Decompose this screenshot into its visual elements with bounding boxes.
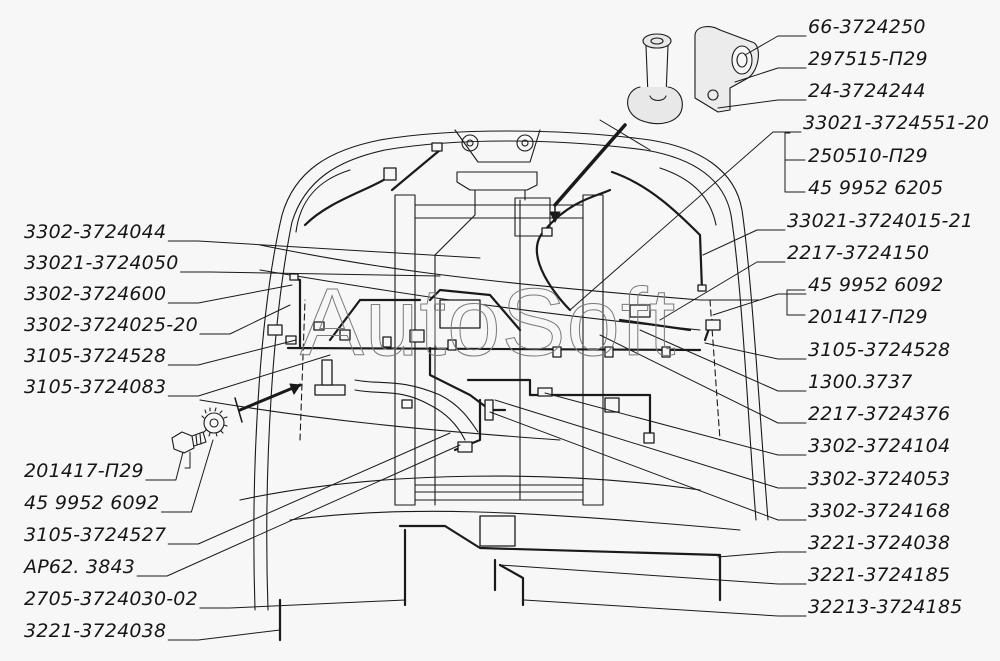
- terminal-boot: [627, 33, 683, 125]
- leader-line: [712, 293, 807, 316]
- callout-label[interactable]: 3302-3724168: [808, 500, 951, 522]
- callout-label[interactable]: 3105-3724527: [24, 524, 167, 546]
- leader-line: [167, 339, 297, 366]
- callout-label[interactable]: 250510-П29: [808, 145, 928, 167]
- leader-line: [659, 261, 786, 321]
- callout-label[interactable]: 1300.3737: [808, 371, 913, 393]
- leader-lines: [136, 35, 807, 641]
- leader-line: [569, 131, 802, 311]
- callout-label[interactable]: 3221-3724185: [808, 564, 951, 586]
- leader-line: [136, 444, 461, 577]
- leader-line: [717, 551, 807, 558]
- callout-label[interactable]: 66-3724250: [808, 16, 926, 38]
- leader-line: [544, 392, 807, 456]
- leader-line: [489, 411, 807, 521]
- callout-label[interactable]: 3105-3724528: [24, 345, 167, 367]
- callout-label[interactable]: 32213-3724185: [808, 596, 963, 618]
- leader-line: [167, 629, 281, 641]
- callout-label[interactable]: 2217-3724150: [787, 242, 930, 264]
- washer: [201, 407, 228, 437]
- callout-label[interactable]: 201417-П29: [808, 306, 928, 328]
- leader-line: [499, 564, 807, 585]
- inset-arrow: [549, 119, 651, 223]
- callout-label[interactable]: 3105-3724083: [24, 376, 167, 398]
- callout-label[interactable]: 2705-3724030-02: [24, 588, 198, 610]
- leader-line: [199, 304, 291, 335]
- leader-line: [199, 599, 406, 609]
- leader-line: [704, 342, 807, 360]
- main-harness: [278, 148, 722, 642]
- leader-line: [702, 229, 786, 256]
- leader-line: [744, 35, 807, 56]
- callout-label[interactable]: 3302-3724044: [24, 221, 167, 243]
- leader-line: [167, 354, 331, 397]
- callout-label[interactable]: AP62. 3843: [24, 556, 136, 578]
- leader-line: [180, 271, 441, 277]
- leader-line: [167, 240, 481, 259]
- callout-label[interactable]: 297515-П29: [808, 48, 928, 70]
- leader-line: [523, 599, 807, 617]
- leader-line: [717, 99, 807, 109]
- callout-label[interactable]: 45 9952 6205: [808, 177, 944, 199]
- callout-label[interactable]: 24-3724244: [808, 80, 926, 102]
- leader-line: [160, 439, 214, 513]
- detail-arrow: [234, 383, 302, 423]
- callout-label[interactable]: 2217-3724376: [808, 403, 951, 425]
- leader-line: [494, 399, 807, 489]
- harness-sleeve: [354, 379, 479, 433]
- horns: [454, 129, 541, 163]
- callout-label[interactable]: 45 9952 6092: [24, 492, 160, 514]
- leader-line: [167, 284, 293, 304]
- watermark: AutoSoft: [300, 269, 676, 376]
- terminal-clip: [694, 26, 759, 113]
- callout-label[interactable]: 3105-3724528: [808, 339, 951, 361]
- callout-label[interactable]: 33021-3724050: [24, 252, 179, 274]
- leader-line: [734, 67, 807, 83]
- callout-label[interactable]: 3221-3724038: [808, 532, 951, 554]
- leader-line: [639, 329, 807, 392]
- callout-label[interactable]: 3302-3724025-20: [24, 314, 198, 336]
- bolt: [171, 431, 207, 454]
- leader-line: [145, 451, 184, 481]
- connectors: [267, 142, 721, 547]
- callout-label[interactable]: 45 9952 6092: [808, 274, 944, 296]
- callout-label[interactable]: 3302-3724104: [808, 435, 951, 457]
- bracket-lines: [184, 132, 806, 469]
- leader-line: [167, 432, 451, 545]
- callout-label[interactable]: 3302-3724600: [24, 283, 167, 305]
- callout-label[interactable]: 201417-П29: [24, 460, 144, 482]
- leader-line: [599, 334, 807, 424]
- callout-label[interactable]: 3221-3724038: [24, 620, 167, 642]
- callout-label[interactable]: 3302-3724053: [808, 468, 951, 490]
- callout-label[interactable]: 33021-3724015-21: [787, 210, 974, 232]
- callout-label[interactable]: 33021-3724551-20: [803, 112, 990, 134]
